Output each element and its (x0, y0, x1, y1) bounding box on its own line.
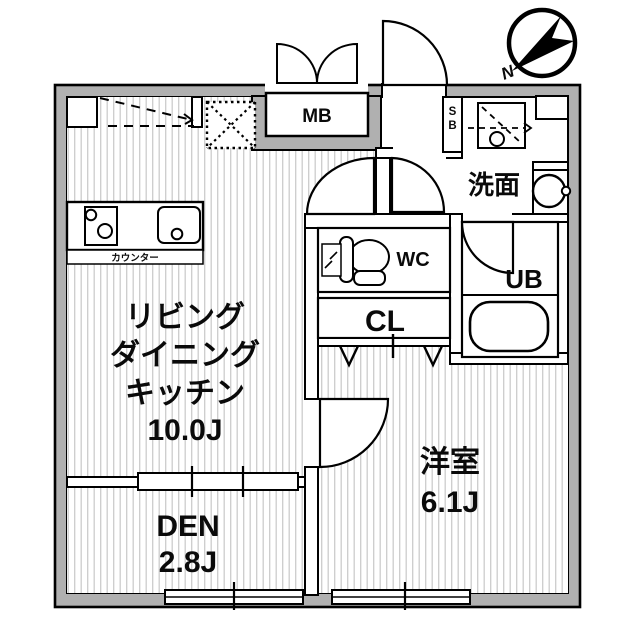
washbasin (531, 173, 567, 209)
washroom-label: 洗面 (468, 170, 520, 200)
toilet-tank (339, 236, 354, 283)
closet-label: CL (365, 305, 405, 338)
counter-label-band (66, 249, 204, 265)
windows (164, 582, 471, 610)
wall-ldk-west-lower (304, 466, 319, 596)
closet-stub-wall (191, 96, 203, 128)
entrance-door-arc (381, 19, 449, 87)
unit-bath: UB (460, 220, 560, 359)
refrigerator-space (205, 100, 257, 150)
wc-label: WC (396, 249, 429, 271)
wc-door-arc (305, 156, 376, 216)
toilet-side-tick-2 (329, 251, 338, 260)
ub-door-arc (460, 220, 515, 275)
refrigerator-x1 (206, 101, 256, 149)
closet-outline (316, 296, 452, 340)
den-label: DEN (156, 510, 219, 543)
ldk-area-label: 10.0J (147, 414, 222, 447)
compass-needle (512, 16, 574, 71)
kitchen: カウンター (65, 96, 257, 265)
western-room-door-arc (318, 397, 390, 469)
western-room-label: 洋室 (420, 446, 480, 479)
den-area-label: 2.8J (159, 546, 217, 579)
ldk-den-partition (66, 466, 306, 497)
ldk-label-line1: リビング (125, 301, 245, 334)
shoe-box-letter-top: S (449, 106, 457, 118)
shoe-box-letter-bottom: B (448, 120, 456, 132)
western-room-area-label: 6.1J (421, 486, 479, 519)
toilet-side-tick-1 (324, 260, 333, 269)
washer-drain (489, 131, 505, 147)
bathtub (468, 300, 550, 353)
ldk-label-line3: キッチン (125, 377, 245, 410)
ldk-floor (67, 97, 305, 478)
stove-burner-1 (84, 208, 98, 222)
western-room-floor-right (450, 364, 568, 593)
open-closet-arrowhead (183, 113, 194, 125)
stove-burner-2 (97, 223, 113, 239)
bifold-door-mark-1 (338, 345, 360, 368)
sink-drain (170, 227, 184, 241)
counter-label: カウンター (111, 252, 159, 264)
ldk-label-line2: ダイニング (110, 338, 260, 372)
shoe-box (442, 96, 463, 153)
refrigerator-box (205, 100, 257, 150)
washroom: S B 洗面 (442, 95, 572, 214)
washer-dashed-diagonal (481, 106, 521, 143)
washer-arrowhead (523, 122, 533, 134)
mb-door-right (315, 42, 358, 84)
meter-box: MB (251, 42, 382, 151)
refrigerator-x2 (206, 101, 256, 149)
basin-counter-wall (532, 161, 569, 171)
washroom-door-opening (393, 146, 446, 160)
partition-opening (137, 472, 299, 491)
toilet-bowl (348, 239, 390, 275)
washroom-door-arc (390, 156, 446, 214)
room-labels: リビング ダイニング キッチン 10.0J DEN 2.8J 洋室 6.1J (110, 301, 480, 579)
pipe-space-box (535, 95, 569, 120)
wall-ldk-west-upper (304, 215, 319, 400)
mb-box (264, 91, 370, 138)
closet: CL (316, 296, 452, 368)
wall-wc-ub-divider (449, 213, 463, 358)
entrance (381, 19, 449, 99)
entrance-opening (382, 83, 446, 99)
bifold-door-mark-2 (422, 345, 444, 368)
toilet-base (353, 270, 386, 286)
washbasin-faucet (560, 185, 572, 197)
den-floor (67, 488, 305, 593)
closet-south-wall (317, 337, 451, 347)
kitchen-sink (157, 206, 201, 244)
wc-room: WC (316, 226, 452, 294)
compass-north-icon: N (498, 7, 578, 84)
western-room-floor-left (318, 346, 450, 593)
kitchen-upper-cabinet (66, 96, 98, 128)
toilet-side-unit (321, 243, 342, 277)
ub-label: UB (505, 264, 543, 294)
mb-label: MB (302, 106, 332, 127)
wall-wc-north (304, 213, 463, 229)
